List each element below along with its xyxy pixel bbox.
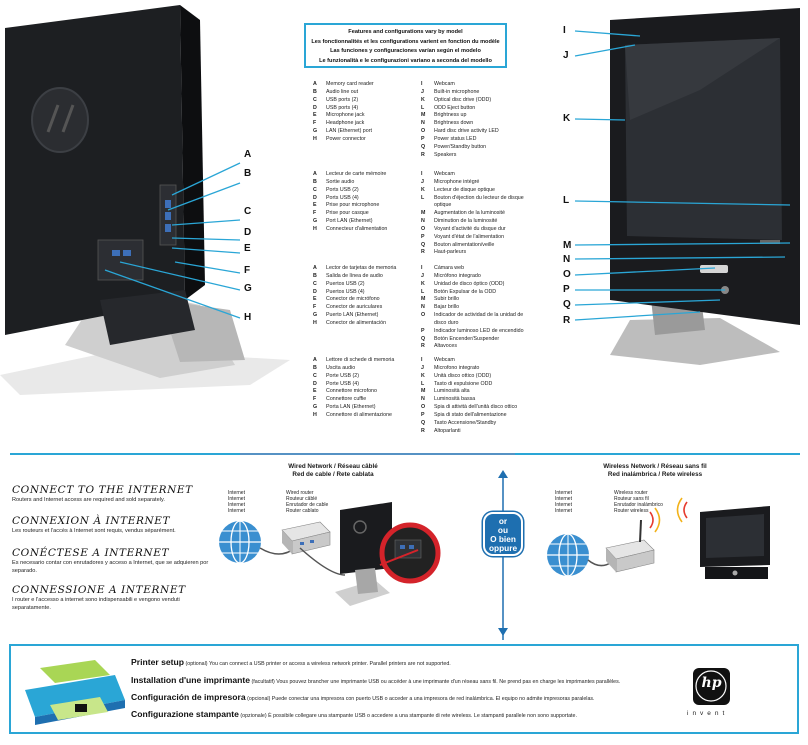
callout-j: J — [563, 50, 569, 61]
callout-i: I — [563, 25, 566, 36]
printer-setup-en: Printer setup (optional) You can connect… — [131, 657, 451, 667]
internet-title-es: CONÉCTESE A INTERNET — [12, 547, 170, 559]
front-view-computer — [610, 8, 800, 365]
internet-body-es: Es necesario contar con enrutadores y ac… — [12, 560, 209, 574]
wired-globe-icon — [219, 520, 261, 564]
banner-line-en: Features and configurations vary by mode… — [348, 29, 463, 35]
callout-lines-back — [104, 162, 241, 319]
internet-title-it: CONNESSIONE A INTERNET — [12, 584, 186, 596]
banner-line-es: Las funciones y configuraciones varían s… — [330, 48, 481, 54]
port-zoom-callout — [379, 522, 441, 584]
arrow-down-icon — [498, 628, 508, 636]
printer-setup-box — [9, 644, 799, 734]
wired-computer-icon — [299, 502, 392, 606]
wired-router-icon — [281, 521, 331, 555]
back-view-computer — [0, 5, 290, 395]
callout-c: C — [244, 206, 252, 217]
printer-setup-it: Configurazione stampante (opzionale) È p… — [131, 709, 577, 719]
banner-line-it: Le funzionalità e le configurazioni vari… — [319, 57, 492, 64]
internet-body-it: I router e l'accesso a internet sono ind… — [12, 597, 180, 611]
arrow-up-icon — [498, 470, 508, 478]
internet-body-fr: Les routeurs et l'accès à Internet sont … — [12, 528, 176, 534]
wifi-signal-icon — [676, 497, 688, 523]
callout-m: M — [563, 240, 572, 251]
callout-a: A — [244, 149, 252, 160]
callout-n: N — [563, 254, 571, 265]
callout-lines-front — [574, 30, 791, 321]
callout-l: L — [563, 195, 570, 206]
banner-line-fr: Les fonctionnalités et les configuration… — [311, 38, 500, 45]
callout-r: R — [563, 315, 571, 326]
callout-h: H — [244, 312, 252, 323]
callout-b: B — [244, 168, 252, 179]
callout-p: P — [563, 284, 570, 295]
printer-setup-fr: Installation d'une imprimante (facultati… — [131, 675, 621, 685]
model-disclaimer-banner: Features and configurations vary by mode… — [304, 23, 507, 68]
callout-g: G — [244, 283, 252, 294]
callout-d: D — [244, 227, 252, 238]
section-divider-right — [515, 453, 800, 455]
callout-f: F — [244, 265, 251, 276]
wireless-computer-icon — [700, 506, 770, 579]
callout-q: Q — [563, 299, 571, 310]
wireless-globe-icon — [547, 533, 589, 577]
wireless-router-icon — [605, 507, 661, 573]
callout-k: K — [563, 113, 571, 124]
internet-body-en: Routers and Internet access are required… — [12, 497, 165, 503]
printer-setup-es: Configuración de impresora (opcional) Pu… — [131, 692, 595, 702]
section-divider-left — [10, 453, 240, 455]
product-diagram: Features and configurations vary by mode… — [0, 5, 800, 434]
internet-title-fr: CONNEXION À INTERNET — [12, 515, 171, 527]
hp-logo-text: hp — [701, 675, 722, 691]
callout-o: O — [563, 269, 571, 280]
internet-title-en: CONNECT TO THE INTERNET — [12, 484, 193, 496]
invent-tagline: invent — [687, 710, 729, 717]
computer-illustrations — [0, 5, 800, 395]
callout-e: E — [244, 243, 251, 254]
